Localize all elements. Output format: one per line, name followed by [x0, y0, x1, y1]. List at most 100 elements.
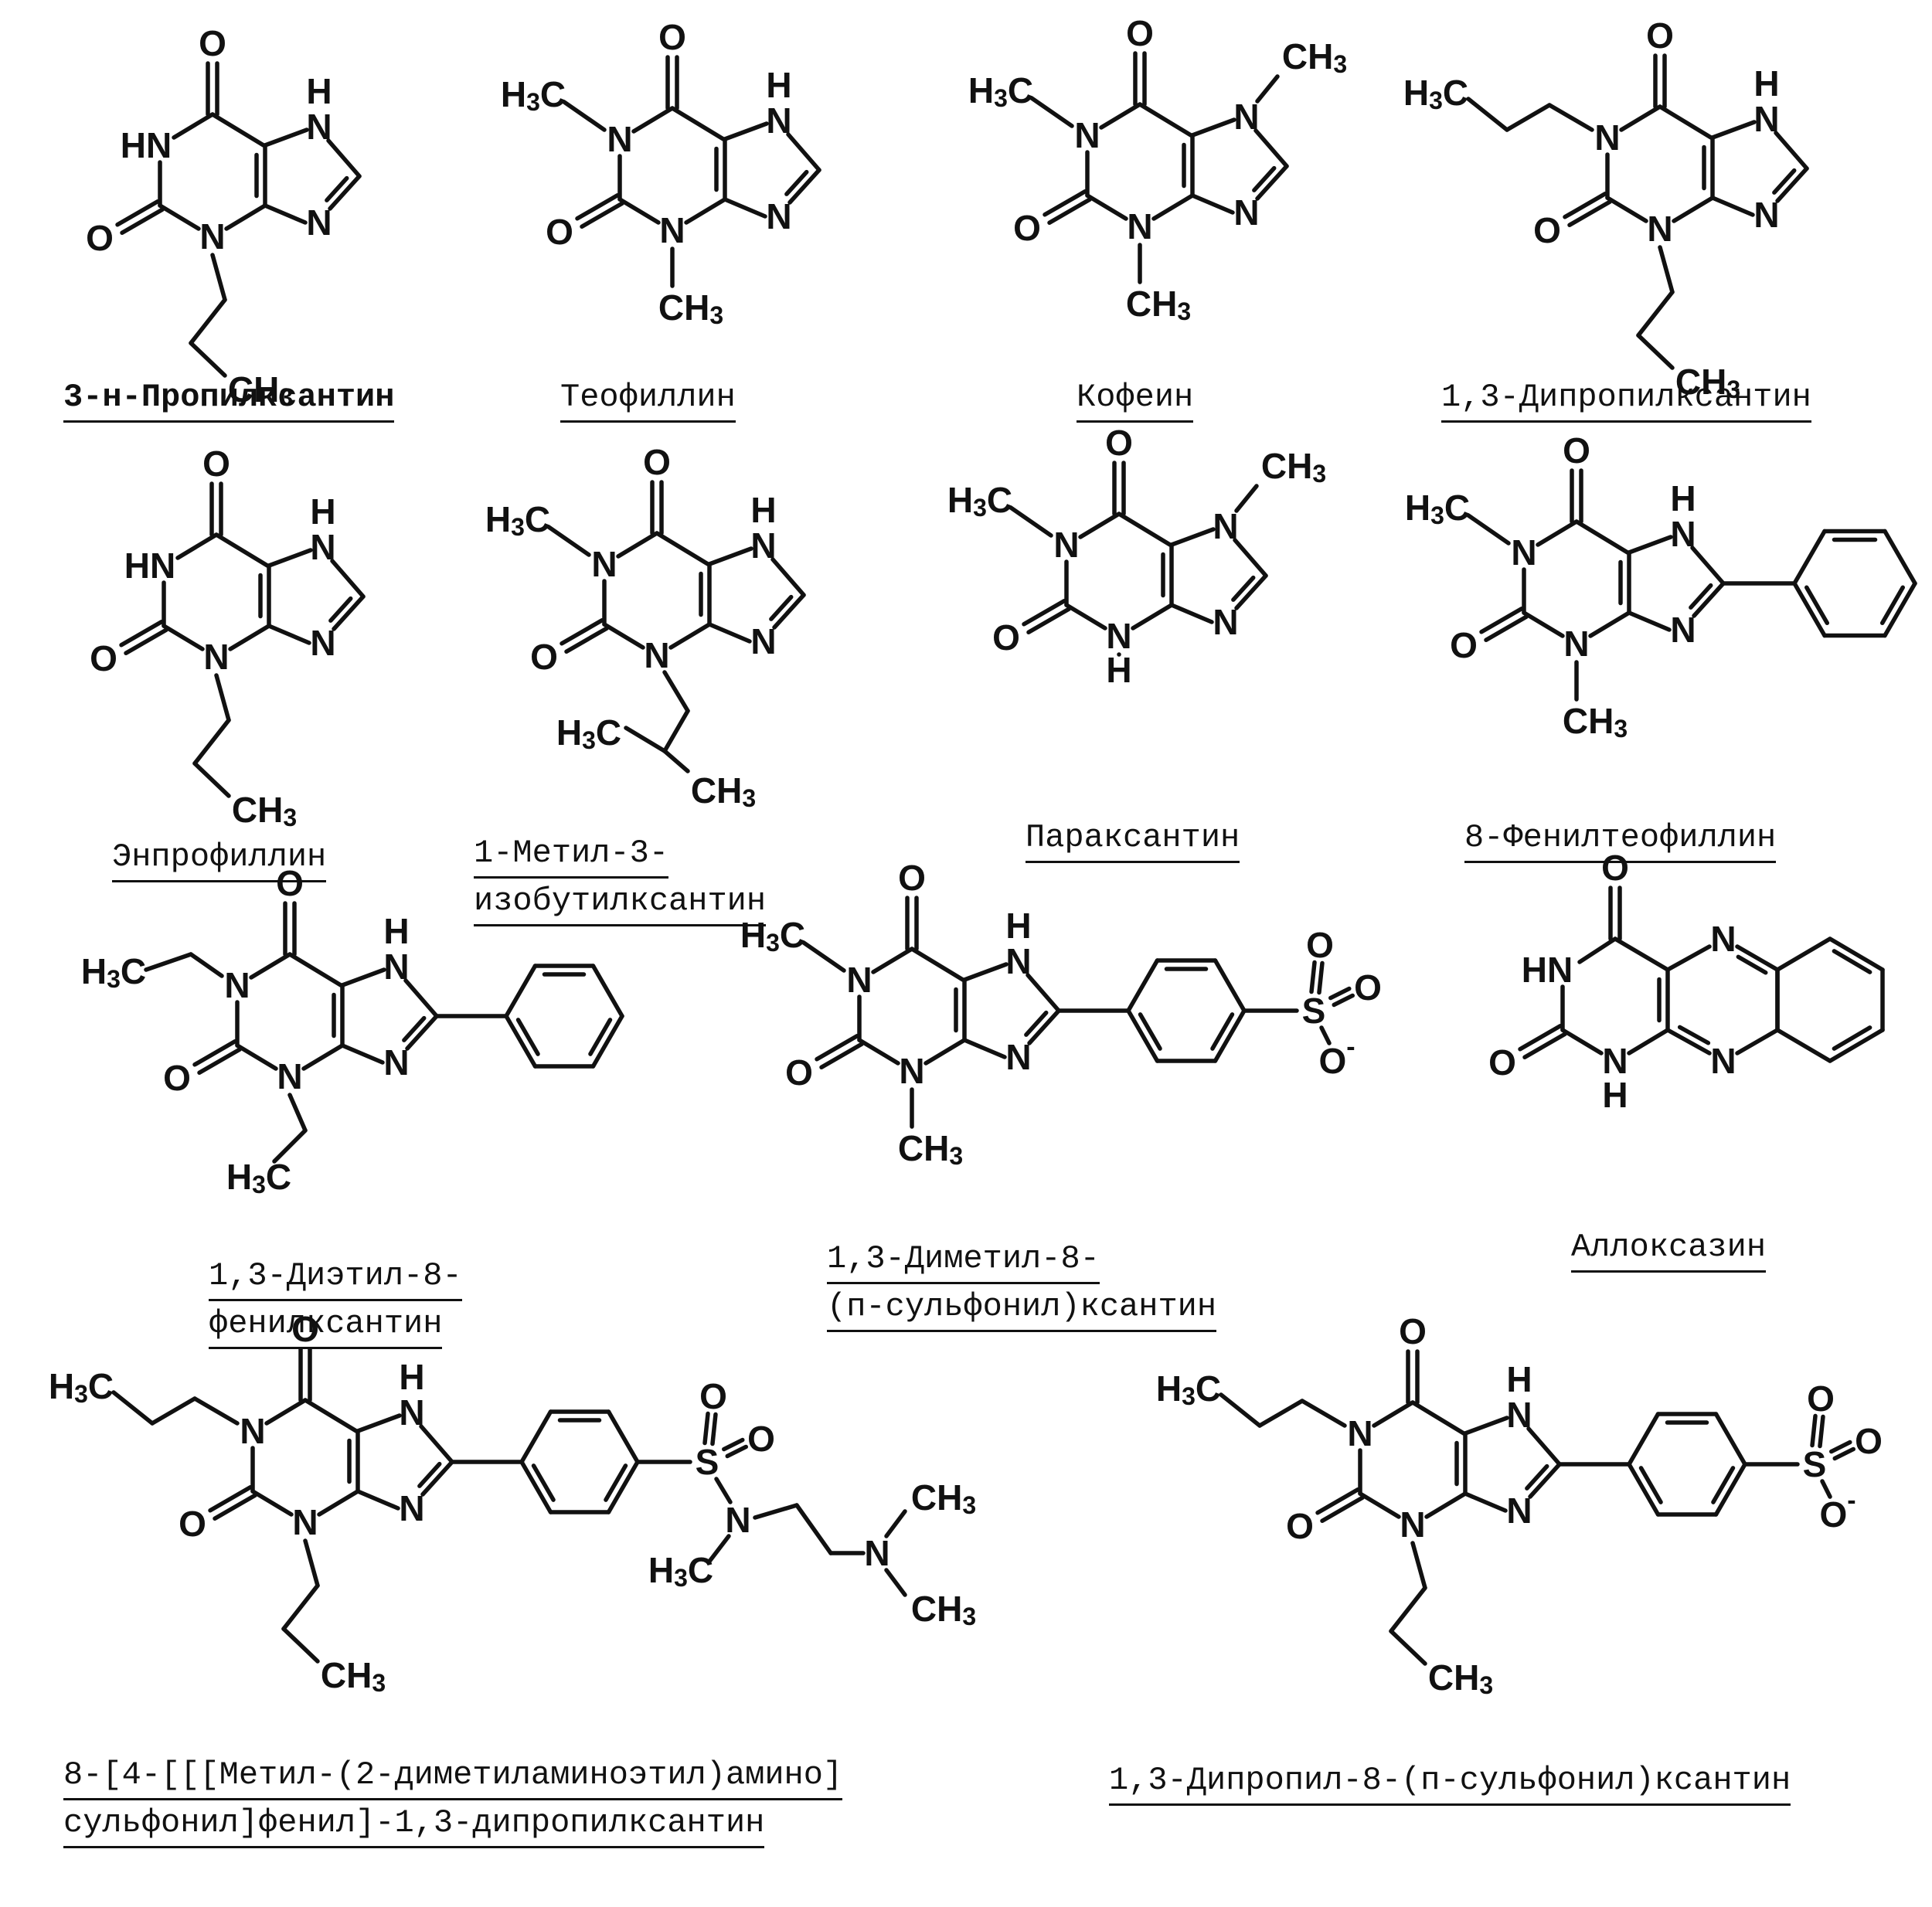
nitrogen-label: N — [1602, 1041, 1628, 1081]
bond — [1627, 1462, 1661, 1517]
bond — [1463, 1416, 1509, 1436]
nitrogen-label: N — [1233, 97, 1259, 137]
oxygen-label: O — [1533, 210, 1561, 250]
methyl-label: H3C — [648, 1550, 713, 1592]
bond — [144, 952, 193, 972]
methyl-label: H3C — [740, 915, 805, 957]
bond — [214, 673, 231, 722]
bond — [1636, 333, 1675, 370]
bond — [784, 169, 809, 196]
bond — [1792, 529, 1827, 586]
nitrogen-label: N — [1106, 616, 1131, 656]
oxygen-label: O — [86, 218, 114, 258]
hydrogen-label: H — [306, 71, 332, 111]
caption-line-2: изобутилксантин — [474, 879, 767, 926]
bond — [1547, 103, 1594, 132]
bond — [1588, 610, 1631, 638]
methyl-label: H3C — [1156, 1368, 1221, 1410]
hn-label: HN — [124, 546, 175, 586]
caption-1-3-dipropyl-8-sulfonylxanthine: 1,3-Дипропил-8-(п-сульфонил)ксантин — [1109, 1758, 1791, 1806]
hydrogen-label: H — [1005, 906, 1031, 946]
bond — [1526, 1426, 1562, 1467]
bond — [1736, 954, 1768, 975]
hydrogen-label: H — [1106, 650, 1131, 690]
bond — [1126, 1008, 1160, 1063]
bond — [355, 1413, 402, 1433]
bond — [403, 978, 439, 1018]
bond — [1253, 128, 1289, 168]
bond — [590, 1014, 624, 1069]
bond — [504, 1014, 538, 1069]
bond — [819, 1042, 864, 1069]
oxygen-label: O — [202, 444, 230, 484]
bond — [1713, 1412, 1747, 1467]
nitrogen-label: N — [1005, 1037, 1031, 1077]
bond — [772, 593, 806, 630]
bond — [1832, 1025, 1872, 1051]
methyl-label: CH3 — [691, 770, 756, 812]
bond — [725, 1444, 748, 1459]
methyl-label: CH3 — [1563, 701, 1628, 743]
caption-enprofylline: Энпрофиллин — [112, 835, 327, 882]
bond — [1528, 1462, 1562, 1499]
caption-1-3-dimethyl-8-sulfonylxanthine: 1,3-Диметил-8- (п-сульфонил)ксантин — [827, 1236, 1217, 1332]
hydrogen-label: H — [750, 490, 776, 530]
bond — [272, 1128, 308, 1164]
bond — [1169, 527, 1216, 547]
bond — [714, 1477, 733, 1504]
bond — [1619, 104, 1662, 132]
bond — [1828, 937, 1885, 972]
oxygen-label: O — [1354, 967, 1382, 1008]
oxygen-label: O — [658, 17, 686, 57]
bond — [150, 1396, 197, 1426]
bond — [617, 197, 661, 225]
bond — [910, 947, 965, 982]
oxygen-label: O — [1807, 1378, 1835, 1419]
caption-line-1: 8-[4-[[[Метил-(2-диметиламиноэтил)амино] — [63, 1752, 843, 1800]
bond — [1690, 546, 1726, 586]
methyl-label: CH3 — [228, 369, 293, 411]
bond — [210, 112, 266, 148]
oxygen-label: O — [1563, 430, 1590, 471]
oxygen-label: O — [992, 617, 1020, 658]
bond — [531, 1463, 556, 1502]
bond — [707, 546, 753, 566]
bond — [287, 1093, 308, 1133]
oxygen-label: O — [179, 1504, 206, 1544]
bond — [1832, 1446, 1855, 1461]
atom-label-layer: OOHNNNHNCH3OONNNHNH3CCH3OONNNNH3CCH3CH3O… — [49, 13, 1883, 1699]
bond — [303, 1538, 320, 1588]
oxygen-label: O — [1601, 848, 1629, 888]
caption-theophylline: Теофиллин — [560, 375, 736, 423]
methyl-label: H3C — [81, 951, 146, 993]
nitrogen-label: N — [224, 965, 250, 1005]
bond — [1692, 581, 1726, 618]
bond — [213, 1493, 257, 1521]
bond — [575, 193, 620, 221]
bond — [723, 121, 769, 141]
bond — [1627, 1028, 1670, 1055]
oxygen-label: O — [643, 442, 671, 482]
oxide-anion-label: O- — [1819, 1486, 1855, 1535]
bond — [1410, 1541, 1427, 1590]
bond — [281, 1627, 320, 1664]
bond — [301, 1043, 345, 1071]
hydrogen-label: H — [1753, 63, 1779, 104]
oxygen-label: O — [1286, 1506, 1314, 1546]
bond — [606, 1460, 640, 1514]
methyl-label: CH3 — [1126, 284, 1191, 325]
bond — [662, 709, 690, 753]
bond — [1315, 1487, 1360, 1515]
bond — [1117, 512, 1172, 547]
bond — [210, 253, 227, 302]
methyl-label: CH3 — [1428, 1657, 1493, 1699]
bond — [1234, 573, 1268, 610]
bond — [1190, 117, 1236, 138]
bond — [786, 132, 821, 172]
bond — [1820, 1479, 1832, 1499]
bond — [1479, 607, 1524, 634]
nitrogen-label: N — [383, 947, 409, 987]
bond — [504, 964, 538, 1018]
bond — [787, 168, 821, 205]
bond — [1689, 583, 1713, 610]
